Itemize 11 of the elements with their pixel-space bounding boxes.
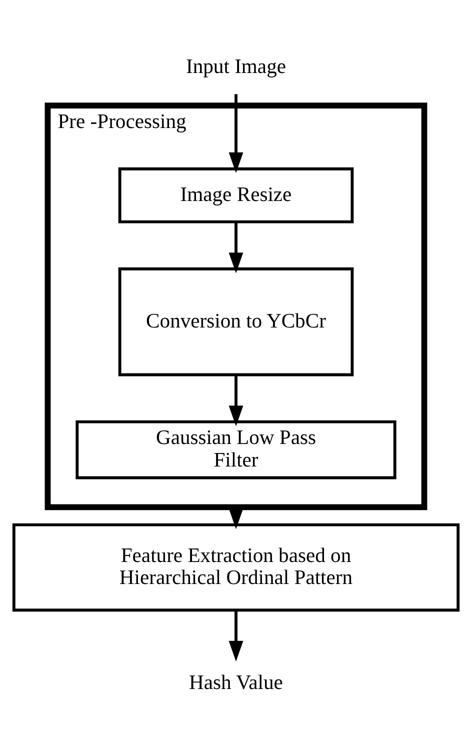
arrow [228, 374, 244, 426]
arrow [228, 94, 244, 173]
node-text: Hash Value [189, 672, 283, 694]
node-box: Conversion to YCbCr [118, 266, 354, 376]
node-box: Image Resize [118, 166, 354, 223]
arrow [228, 610, 244, 662]
node-text: Input Image [186, 55, 286, 78]
arrow [228, 508, 244, 529]
arrow [228, 222, 244, 273]
node-box: Feature Extraction based on Hierarchical Ordinal Pattern [12, 522, 460, 612]
node-box: Gaussian Low Pass Filter [76, 420, 396, 479]
